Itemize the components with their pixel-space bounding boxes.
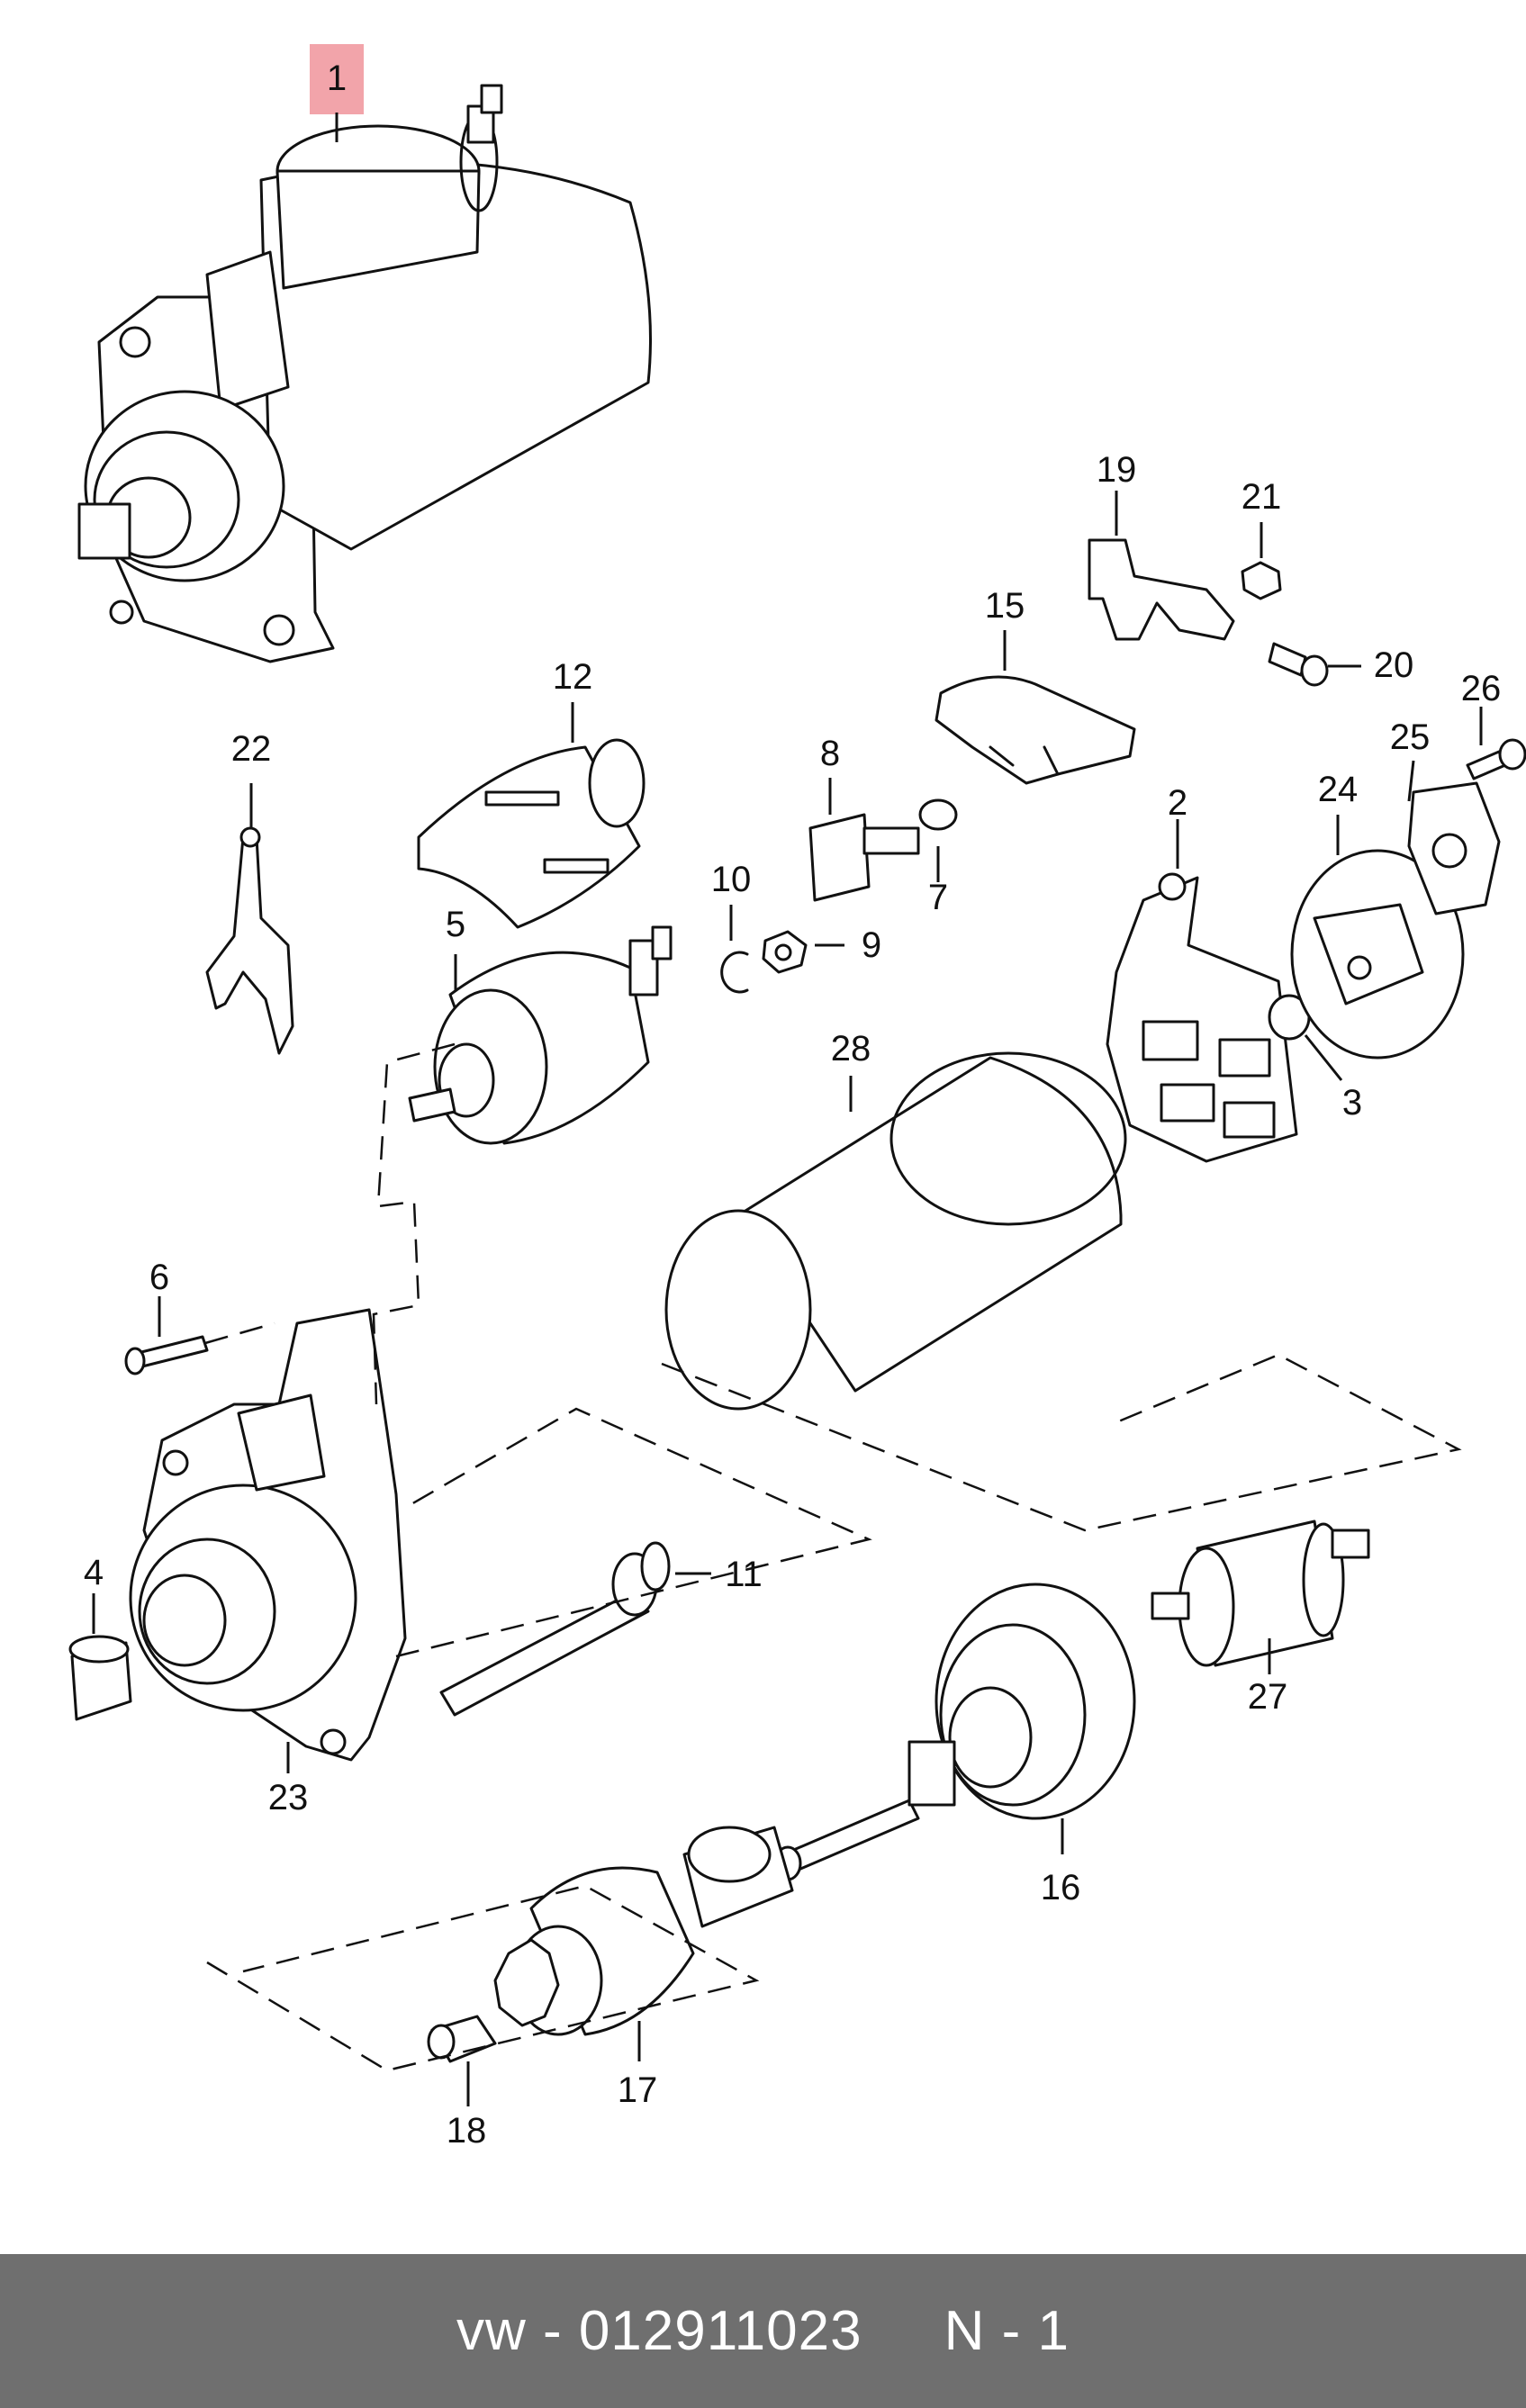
callout-28[interactable]: 28 <box>831 1029 871 1069</box>
through-bolt <box>439 1541 671 1717</box>
ring <box>68 1635 132 1721</box>
heat-shield <box>935 675 1136 785</box>
callout-1[interactable]: 1 <box>327 59 347 98</box>
callout-24[interactable]: 24 <box>1318 770 1359 809</box>
end-cover <box>1290 849 1465 1060</box>
drive-end-housing <box>129 1308 407 1762</box>
sleeve <box>918 798 958 831</box>
callout-20[interactable]: 20 <box>1374 645 1414 685</box>
callout-18[interactable]: 18 <box>447 2111 487 2151</box>
bracket <box>1088 538 1235 641</box>
callout-17[interactable]: 17 <box>618 2070 658 2110</box>
starter-motor-assembly <box>77 84 652 663</box>
assembly-line-drive <box>206 1884 760 2072</box>
assembly-line-housing <box>395 1407 872 1658</box>
brush-holder <box>1106 872 1298 1163</box>
callout-11[interactable]: 11 <box>725 1555 763 1594</box>
callout-2[interactable]: 2 <box>1168 783 1187 823</box>
highlighted-callout-marker <box>310 44 364 114</box>
screw <box>124 1335 209 1375</box>
callout-21[interactable]: 21 <box>1242 477 1282 517</box>
cap <box>1407 781 1501 915</box>
callout-19[interactable]: 19 <box>1097 450 1137 490</box>
callout-8[interactable]: 8 <box>820 734 840 773</box>
leader-lines <box>92 113 1483 2106</box>
footer-bar: vw - 012911023 N - 1 <box>0 2254 1526 2408</box>
intermediate-bearing <box>773 1583 1136 1881</box>
callout-3[interactable]: 3 <box>1342 1083 1362 1123</box>
callout-5[interactable]: 5 <box>446 905 465 944</box>
circlip <box>720 951 749 994</box>
callout-26[interactable]: 26 <box>1461 669 1502 708</box>
assembly-line-stator <box>661 1353 1462 1532</box>
callout-22[interactable]: 22 <box>231 729 272 769</box>
callout-9[interactable]: 9 <box>862 925 881 965</box>
sleeve-small <box>427 2015 497 2063</box>
callout-10[interactable]: 10 <box>711 860 752 899</box>
connector <box>808 813 920 902</box>
nut-small <box>1241 561 1282 600</box>
callout-25[interactable]: 25 <box>1390 717 1431 757</box>
cover-sleeve <box>417 738 646 929</box>
callout-27[interactable]: 27 <box>1248 1677 1288 1717</box>
callout-16[interactable]: 16 <box>1041 1868 1081 1907</box>
assembly-line-bolt <box>204 1321 275 1345</box>
solenoid-switch <box>408 925 673 1145</box>
nut <box>762 930 808 974</box>
callout-23[interactable]: 23 <box>268 1778 309 1817</box>
callout-15[interactable]: 15 <box>985 586 1025 626</box>
exploded-parts-diagram: 1 2 3 4 5 6 7 8 9 10 11 12 15 16 17 18 1… <box>68 59 1526 2151</box>
bolt <box>1268 642 1329 687</box>
armature <box>1151 1520 1370 1667</box>
part-number-caption: vw - 012911023 N - 1 <box>456 2300 1070 2362</box>
callout-6[interactable]: 6 <box>149 1258 169 1297</box>
assembly-line-solenoid <box>372 1042 456 1405</box>
freewheel-drive <box>493 1826 794 2036</box>
engaging-lever <box>205 826 294 1055</box>
callout-7[interactable]: 7 <box>928 878 948 917</box>
callout-12[interactable]: 12 <box>553 657 593 697</box>
callout-4[interactable]: 4 <box>84 1553 104 1592</box>
screw-small <box>1466 738 1526 780</box>
stator-housing <box>664 1051 1127 1411</box>
